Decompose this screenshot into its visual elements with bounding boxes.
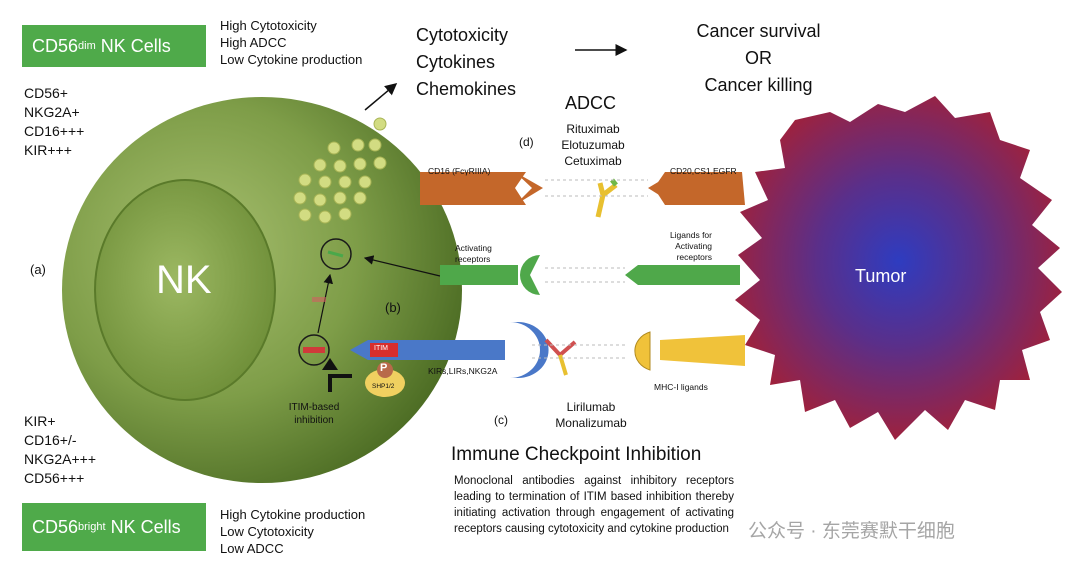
bright-marker: CD16+/- [24,432,77,448]
output-item: Cytokines [416,52,496,72]
checkpoint-mab: Lirilumab [566,400,616,414]
mhc-ligand-head [634,331,651,371]
label-b: (b) [385,300,401,315]
adcc-antibody [595,178,618,218]
bright-marker: KIR+ [24,413,56,429]
cd16-label: CD16 (FcγRIIIA) [428,166,491,176]
dim-markers: CD56+ NKG2A+ CD16+++ KIR+++ [24,84,84,160]
label-c: (c) [494,413,508,427]
nk-nucleus [94,179,276,401]
outcome-text: Cancer survival OR Cancer killing [676,18,841,99]
adcc-mabs: Rituximab Elotuzumab Cetuximab [548,121,638,169]
kirs-label: KIRs,LIRs,NKG2A [428,366,498,376]
watermark: 公众号 · 东莞赛默干细胞 [748,521,955,542]
bright-marker: NKG2A+++ [24,451,96,467]
granules [293,117,387,224]
ligands-activating-label: Ligands for Activating receptors [660,230,712,263]
checkpoint-title: Immune Checkpoint Inhibition [451,444,702,465]
cd20-ligand [654,172,745,205]
bright-prop: Low Cytotoxicity [220,524,314,539]
checkpoint-text: Monoclonal antibodies against inhibitory… [454,475,734,535]
cd20-label: CD20,CS1,EGFR [670,166,737,176]
itim-label: ITIM [374,345,388,352]
bright-props: High Cytokine production Low Cytotoxicit… [220,506,365,557]
kir-receptor [510,322,549,378]
lig-act-line: Activating [675,241,712,251]
dim-marker: CD56+ [24,85,68,101]
checkpoint-mab: Monalizumab [555,416,627,430]
output-item: Cytotoxicity [416,25,509,45]
mhc-label: MHC-I ligands [654,382,708,392]
dim-props: High Cytotoxicity High ADCC Low Cytokine… [220,17,362,68]
adcc-mab: Rituximab [566,122,620,136]
dim-marker: NKG2A+ [24,104,80,120]
label-d: (d) [519,135,534,149]
itim-inh-line: inhibition [294,415,334,426]
checkpoint-mabs: Lirilumab Monalizumab [545,399,637,431]
cd56dim-sup: dim [78,40,96,52]
adcc-mab: Cetuximab [564,154,622,168]
activating-receptors-label: Activating receptors [455,243,492,265]
activating-ligand [625,265,740,285]
cd56bright-sup: bright [78,521,106,533]
bright-prop: High Cytokine production [220,507,366,522]
inhibition-vesicle [298,334,330,366]
activating-receptor [520,255,540,295]
outcome-line: Cancer killing [704,75,813,95]
shp-domain [365,369,405,397]
outputs-list: Cytotoxicity Cytokines Chemokines [416,22,516,103]
cd56dim-suffix: NK Cells [95,35,171,56]
dim-prop: High Cytotoxicity [220,18,317,33]
dim-prop: High ADCC [220,35,287,50]
dim-marker: CD16+++ [24,123,85,139]
itim-inh-line: ITIM-based [288,402,340,413]
itim-feedback-arrow [328,374,352,392]
cd16-receptor-shape [420,172,526,205]
cd56dim-label: CD56 [32,35,79,56]
bright-markers: KIR+ CD16+/- NKG2A+++ CD56+++ [24,412,96,488]
dim-prop: Low Cytokine production [220,52,363,67]
cd56bright-label: CD56 [32,516,79,537]
phospho-p [377,362,393,378]
activation-vesicle [320,238,352,270]
mhc-ligand [660,335,745,366]
adcc-mab: Elotuzumab [561,138,625,152]
dim-marker: KIR+++ [24,142,72,158]
adcc-title: ADCC [565,93,617,113]
bright-marker: CD56+++ [24,470,85,486]
tumor-cell [735,96,1062,440]
shp-label: SHP1/2 [372,383,395,390]
activating-receptor-stalk [440,265,518,285]
act-rec-line: Activating [455,243,492,253]
itim-box [370,343,398,357]
bright-prop: Low ADCC [220,541,284,556]
outcome-line: OR [745,48,772,68]
secretion-arrow [364,83,398,111]
lig-act-line: receptors [676,252,712,262]
lig-act-line: Ligands for [669,230,712,240]
outcome-line: Cancer survival [696,21,821,41]
checkpoint-antibody [544,338,577,376]
label-a: (a) [30,262,46,277]
output-item: Chemokines [416,79,517,99]
act-rec-line: receptors [455,254,491,264]
itim-inhibition-label: ITIM-based inhibition [283,401,345,427]
p-label: P [380,362,388,374]
nk-label: NK [156,258,212,302]
cd56bright-suffix: NK Cells [105,516,181,537]
tumor-label: Tumor [855,266,907,286]
